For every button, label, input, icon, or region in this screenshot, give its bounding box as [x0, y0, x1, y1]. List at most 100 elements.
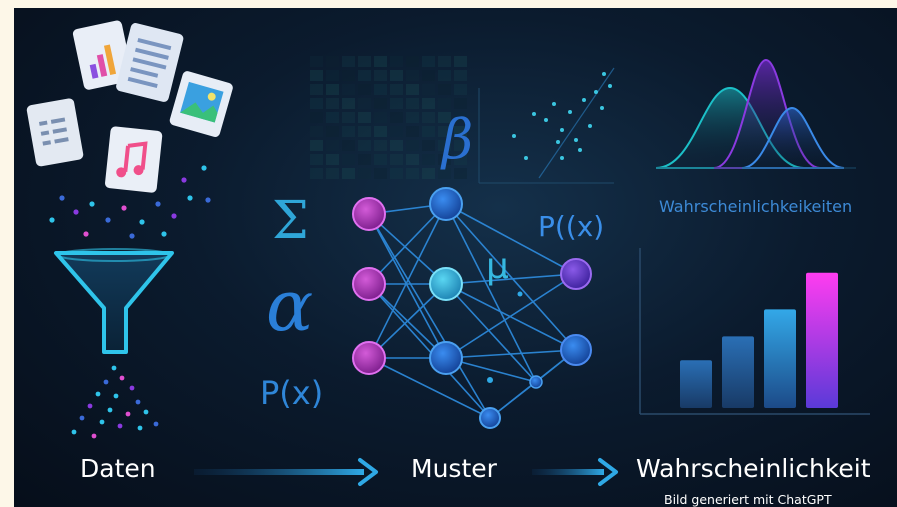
mu-symbol: μ	[486, 246, 509, 287]
data-particle	[121, 205, 127, 211]
pixel-cell	[390, 70, 403, 81]
pixel-cell	[342, 168, 355, 179]
pixel-cell	[326, 84, 339, 95]
pixel-cell	[406, 126, 419, 137]
probability-bar	[680, 360, 712, 408]
data-particle	[87, 403, 93, 409]
data-particle	[201, 165, 207, 171]
pixel-cell	[374, 98, 387, 109]
pixel-cell	[454, 70, 467, 81]
network-node	[429, 267, 463, 301]
scatter-point	[560, 156, 564, 160]
pixel-cell	[358, 98, 371, 109]
data-particle	[91, 433, 97, 439]
pixel-cell	[358, 154, 371, 165]
data-particle	[171, 213, 177, 219]
network-node	[352, 197, 386, 231]
data-particle	[129, 233, 135, 239]
music-document-icon	[105, 126, 163, 193]
pixel-cell	[438, 56, 451, 67]
pixel-cell	[374, 126, 387, 137]
network-node	[352, 341, 386, 375]
data-particle	[71, 429, 77, 435]
pixel-cell	[342, 154, 355, 165]
pixel-cell	[310, 98, 323, 109]
pixel-cell	[358, 140, 371, 151]
pixel-cell	[374, 56, 387, 67]
pixel-cell	[310, 168, 323, 179]
pixel-cell	[422, 70, 435, 81]
pixel-cell	[342, 56, 355, 67]
pixel-cell	[310, 154, 323, 165]
pixel-cell	[342, 140, 355, 151]
data-particle	[83, 231, 89, 237]
network-edge	[368, 283, 491, 419]
network-node	[429, 187, 463, 221]
scatter-point	[524, 156, 528, 160]
pixel-cell	[374, 70, 387, 81]
network-edge	[445, 203, 577, 275]
beta-symbol: β	[440, 108, 473, 171]
pixel-cell	[326, 154, 339, 165]
data-particle	[129, 385, 135, 391]
pixel-cell	[374, 84, 387, 95]
funnel-icon	[54, 248, 174, 354]
data-particle	[105, 217, 111, 223]
probability-bar	[764, 309, 796, 408]
network-node	[529, 375, 543, 389]
px-left-label: P(x)	[260, 374, 323, 412]
pixel-cell	[358, 56, 371, 67]
pixel-cell	[390, 154, 403, 165]
data-particle	[89, 201, 95, 207]
pixel-cell	[406, 112, 419, 123]
network-edge	[368, 213, 447, 359]
alpha-symbol: α	[266, 265, 313, 347]
pixel-cell	[326, 126, 339, 137]
data-particle	[161, 231, 167, 237]
data-particle	[59, 195, 65, 201]
pixel-cell	[422, 168, 435, 179]
stage-label-wahrscheinlichkeit: Wahrscheinlichkeit	[636, 454, 871, 483]
data-particle	[153, 421, 159, 427]
pixel-cell	[422, 140, 435, 151]
network-edge	[368, 357, 491, 419]
pixel-cell	[422, 154, 435, 165]
pixel-cell	[326, 112, 339, 123]
data-particle	[99, 419, 105, 425]
pixel-cell	[310, 84, 323, 95]
pixel-cell	[342, 84, 355, 95]
pixel-cell	[310, 126, 323, 137]
network-node	[429, 341, 463, 375]
network-edge	[368, 203, 447, 285]
pixel-cell	[374, 112, 387, 123]
scatter-point	[594, 90, 598, 94]
pixel-cell	[438, 140, 451, 151]
network-edge	[368, 213, 447, 285]
scatter-point	[608, 84, 612, 88]
scatter-point	[512, 134, 516, 138]
pixel-cell	[438, 168, 451, 179]
scatter-point	[544, 118, 548, 122]
network-node	[352, 267, 386, 301]
scatter-point	[582, 98, 586, 102]
probabilities-caption: Wahrscheinlichkeikeiten	[659, 197, 853, 216]
data-particle	[119, 375, 125, 381]
data-particle	[135, 399, 141, 405]
pixel-cell	[358, 112, 371, 123]
data-particle	[79, 415, 85, 421]
pixel-cell	[310, 56, 323, 67]
pixel-cell	[438, 70, 451, 81]
probability-bar-chart	[639, 248, 870, 415]
file-icons	[26, 20, 233, 193]
data-particle	[205, 197, 211, 203]
network-edge	[445, 203, 577, 351]
pixel-cell	[406, 56, 419, 67]
pixel-cell	[422, 84, 435, 95]
image-credit: Bild generiert mit ChatGPT	[664, 492, 832, 507]
pixel-cell	[326, 56, 339, 67]
network-edge	[445, 283, 537, 383]
pixel-cell	[342, 112, 355, 123]
scatter-point	[588, 124, 592, 128]
network-node	[560, 258, 592, 290]
scatter-point	[574, 138, 578, 142]
